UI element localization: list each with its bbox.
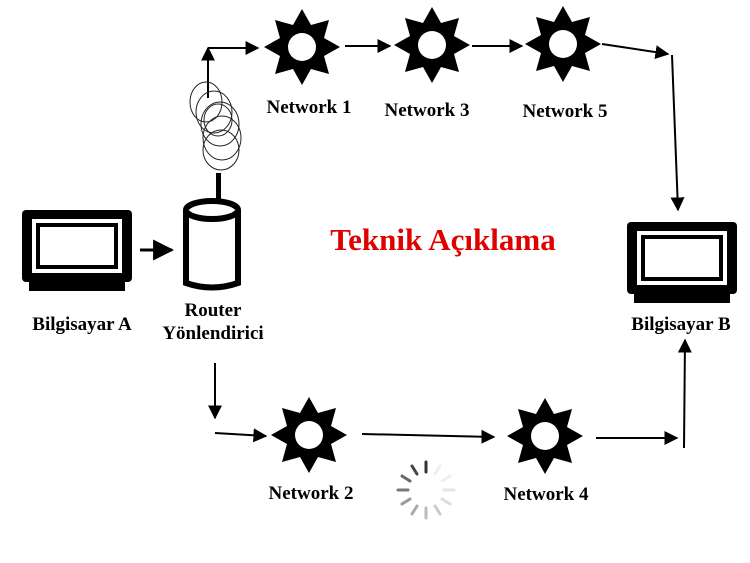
network5-label: Network 5 [523,101,608,122]
network1-label: Network 1 [267,97,352,118]
edge-up-to-computer-b [677,338,692,449]
router-label-line2: Yönlendirici [162,323,263,344]
diagram-title: Teknik Açıklama [330,222,556,257]
network3-icon [394,7,470,83]
loading-spinner-icon [396,460,456,520]
network2-label: Network 2 [269,483,354,504]
router-cylinder-icon [183,173,241,291]
edge-network2-to-network4 [361,429,496,444]
network5-icon [525,6,601,82]
computer-b-icon [625,220,739,305]
network2-icon [271,397,347,473]
network1-icon [264,9,340,85]
wireless-signal-icon [189,81,242,171]
edge-down-to-computer-b [670,54,685,212]
router-label-line1: Router [185,300,243,321]
computer-a-label: Bilgisayar A [32,314,132,335]
edge-network5-right [601,43,670,60]
computer-b-label: Bilgisayar B [631,314,731,335]
network4-icon [507,398,583,474]
network3-label: Network 3 [385,100,470,121]
computer-a-icon [20,208,134,293]
edge-to-network2 [214,428,268,443]
network4-label: Network 4 [504,484,589,505]
